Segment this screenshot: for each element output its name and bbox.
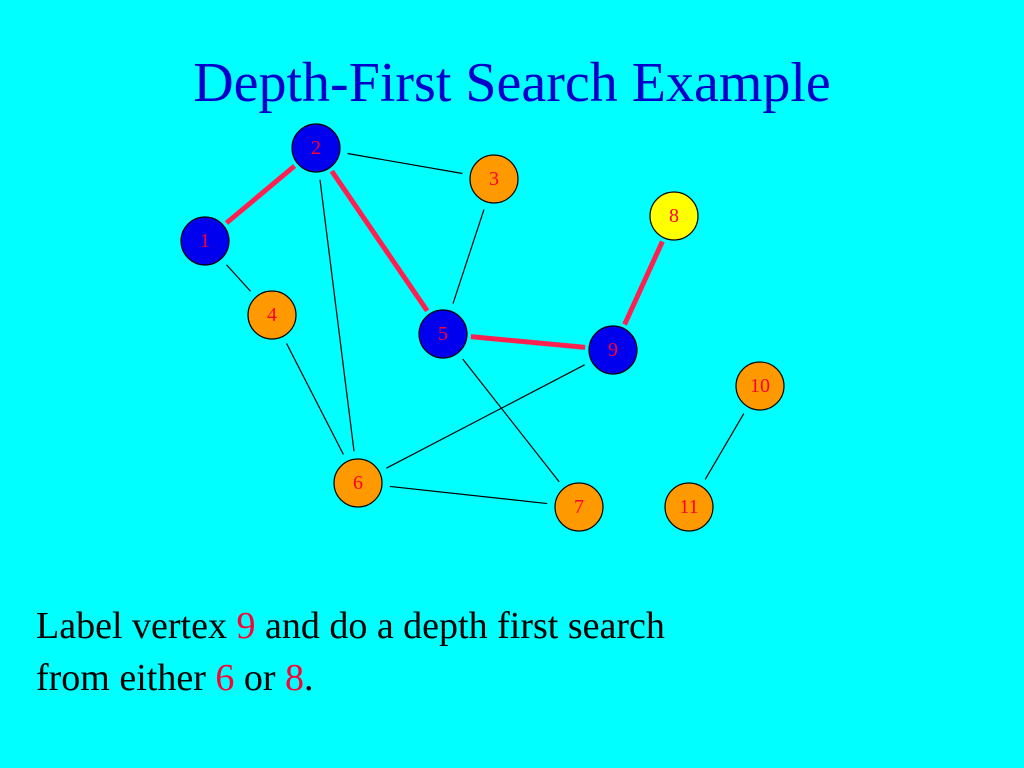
node-label-11: 11	[679, 496, 698, 518]
tree-edge-1-2	[224, 164, 297, 225]
node-label-4: 4	[267, 304, 277, 326]
graph-edges	[224, 152, 745, 505]
edge-2-6	[319, 179, 355, 452]
edge-6-7	[389, 485, 548, 505]
node-5: 5	[418, 309, 468, 359]
node-label-9: 9	[608, 339, 618, 361]
tree-edge-9-8	[622, 240, 665, 326]
node-circle-10	[735, 361, 785, 411]
caption-text: .	[304, 657, 314, 699]
node-11: 11	[664, 482, 714, 532]
edge-6-9	[386, 364, 585, 469]
edge-1-4	[226, 264, 251, 292]
slide-title: Depth-First Search Example	[193, 52, 831, 114]
node-label-2: 2	[311, 137, 321, 159]
node-7: 7	[554, 482, 604, 532]
caption-highlight-vertex: 6	[215, 657, 235, 699]
edge-2-3	[347, 152, 463, 175]
node-circle-11	[664, 482, 714, 532]
node-circle-4	[247, 290, 297, 340]
node-10: 10	[735, 361, 785, 411]
caption-highlight-vertex: 9	[236, 605, 256, 647]
node-label-5: 5	[438, 323, 448, 345]
node-6: 6	[333, 458, 383, 508]
node-circle-5	[418, 309, 468, 359]
node-circle-3	[469, 154, 519, 204]
node-circle-8	[649, 191, 699, 241]
caption-text: or	[234, 657, 286, 699]
node-circle-1	[180, 216, 230, 266]
node-circle-9	[588, 325, 638, 375]
caption-text: Label vertex	[36, 605, 237, 647]
node-label-8: 8	[669, 205, 679, 227]
node-3: 3	[469, 154, 519, 204]
node-label-10: 10	[750, 375, 770, 397]
edge-3-5	[452, 209, 485, 304]
node-1: 1	[180, 216, 230, 266]
node-circle-7	[554, 482, 604, 532]
node-circle-6	[333, 458, 383, 508]
node-4: 4	[247, 290, 297, 340]
instruction-caption: Label vertex 9 and do a depth first sear…	[36, 600, 996, 704]
tree-edge-2-5	[329, 169, 430, 313]
graph-nodes: 1 2 3 4 5 6 7 8 9 10 11	[180, 123, 785, 532]
edge-10-11	[704, 413, 745, 480]
node-label-1: 1	[200, 230, 210, 252]
edge-4-6	[286, 343, 344, 455]
node-9: 9	[588, 325, 638, 375]
caption-text: from either	[36, 657, 216, 699]
caption-text: and do a depth first search	[255, 605, 665, 647]
tree-edge-5-9	[470, 334, 586, 350]
node-2: 2	[291, 123, 341, 173]
edge-5-7	[462, 358, 560, 483]
caption-highlight-vertex: 8	[285, 657, 305, 699]
node-label-7: 7	[574, 496, 584, 518]
node-circle-2	[291, 123, 341, 173]
node-8: 8	[649, 191, 699, 241]
node-label-6: 6	[353, 472, 363, 494]
node-label-3: 3	[489, 168, 499, 190]
